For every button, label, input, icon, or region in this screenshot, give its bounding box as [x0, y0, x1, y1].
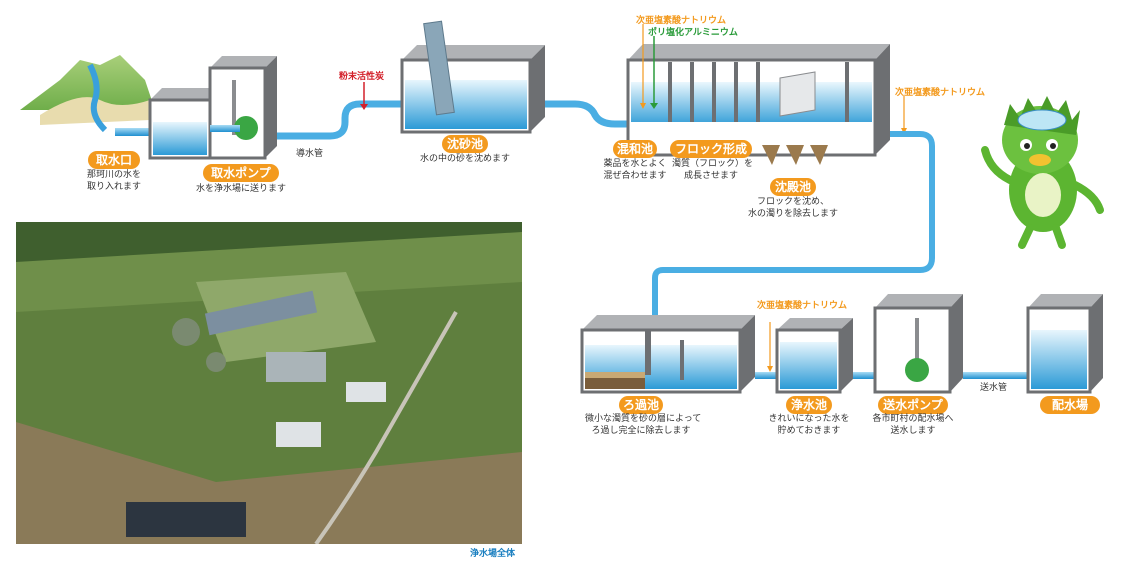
intake-desc: 那珂川の水を取り入れます — [86, 170, 141, 192]
river-landscape — [20, 55, 155, 133]
hypochlorite-3-label: 次亜塩素酸ナトリウム — [757, 301, 848, 311]
sedimentation-desc: フロックを沈め、水の濁りを除去します — [747, 197, 838, 219]
sedimentation-label: 沈殿池 — [770, 178, 816, 196]
sand-basin-label: 沈砂池 — [442, 135, 488, 153]
activated-carbon-label: 粉末活性炭 — [339, 72, 385, 82]
filter-basin-desc: 微小な濁質を砂の層によってろ過し完全に除去します — [585, 414, 702, 436]
distribution-reservoir — [1026, 294, 1103, 394]
hypochlorite-1-label: 次亜塩素酸ナトリウム — [636, 16, 727, 26]
send-pump-label: 送水ポンプ — [878, 396, 948, 414]
transmission-pipe — [963, 372, 1028, 379]
intake-pump-icon — [234, 116, 258, 140]
floc-basin-desc: 濁質（フロック）を成長させます — [672, 159, 754, 181]
clear-well-desc: きれいになった水を貯めておきます — [768, 414, 850, 436]
mascot-character — [981, 96, 1104, 249]
intake-pipe — [115, 128, 150, 136]
hypochlorite-2-label: 次亜塩素酸ナトリウム — [895, 88, 986, 98]
send-pump-desc: 各市町村の配水場へ送水します — [872, 414, 954, 436]
photo-caption: 浄水場全体 — [470, 549, 516, 559]
sand-basin-tank — [400, 20, 545, 134]
conduit-pipe — [277, 100, 402, 140]
intake-pump-label: 取水ポンプ — [203, 164, 279, 182]
intake-label: 取水口 — [88, 151, 140, 169]
distribution-label: 配水場 — [1040, 396, 1100, 414]
pipe-to-filter — [652, 131, 935, 320]
send-pump-building — [873, 294, 963, 394]
mixing-basin-label: 混和池 — [613, 140, 657, 158]
conduit-label: 導水管 — [296, 149, 324, 159]
sand-basin-desc: 水の中の砂を沈めます — [419, 154, 510, 164]
intake-pump-desc: 水を浄水場に送ります — [195, 184, 286, 194]
clear-well-tank — [775, 318, 853, 394]
coagulation-sedimentation-block — [626, 44, 890, 165]
aerial-photo — [16, 222, 522, 544]
pac-label: ポリ塩化アルミニウム — [648, 28, 738, 38]
intake-pump-building — [148, 56, 277, 160]
pipe-to-mixing — [545, 100, 632, 128]
transmission-label: 送水管 — [980, 383, 1008, 393]
floc-basin-label: フロック形成池 — [670, 140, 752, 174]
mixing-basin-desc: 薬品を水とよく混ぜ合わせます — [603, 159, 667, 181]
clear-well-label: 浄水池 — [786, 396, 832, 414]
send-pump-icon — [905, 358, 929, 382]
filter-basin-label: ろ過池 — [619, 396, 663, 414]
filter-basin-tank — [580, 315, 755, 394]
